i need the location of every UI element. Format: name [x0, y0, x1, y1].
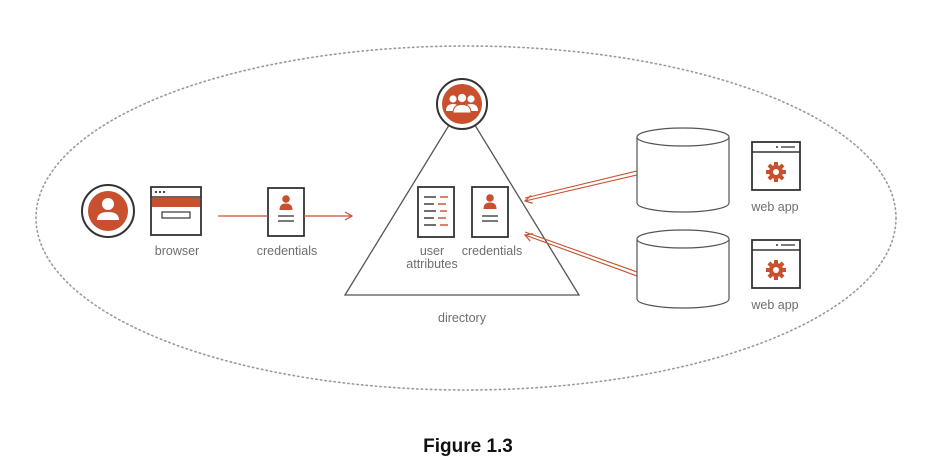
credentials-flow-label: credentials — [257, 244, 317, 258]
database-bottom-icon — [636, 229, 730, 309]
web-app-top-icon — [751, 141, 801, 191]
group-users-icon — [436, 78, 488, 130]
directory-label: directory — [438, 311, 487, 325]
web-app-top-label: web app — [750, 200, 798, 214]
user-attributes-label-line1: user — [420, 244, 444, 258]
user-attributes-icon — [417, 186, 455, 238]
db-bottom-to-directory-arrow — [523, 231, 638, 277]
browser-label: browser — [155, 244, 199, 258]
credentials-document-icon — [267, 187, 305, 237]
browser-icon — [150, 186, 202, 236]
directory-triangle — [343, 102, 581, 296]
db-top-to-directory-arrow — [523, 170, 638, 204]
web-app-bottom-icon — [751, 239, 801, 289]
directory-credentials-label: credentials — [462, 244, 522, 258]
figure-caption: Figure 1.3 — [423, 436, 513, 457]
database-top-icon — [636, 127, 730, 213]
system-boundary — [35, 45, 897, 391]
web-app-bottom-label: web app — [750, 298, 798, 312]
directory-credentials-icon — [471, 186, 509, 238]
user-attributes-label-line2: attributes — [406, 257, 457, 271]
user-icon — [81, 184, 135, 238]
